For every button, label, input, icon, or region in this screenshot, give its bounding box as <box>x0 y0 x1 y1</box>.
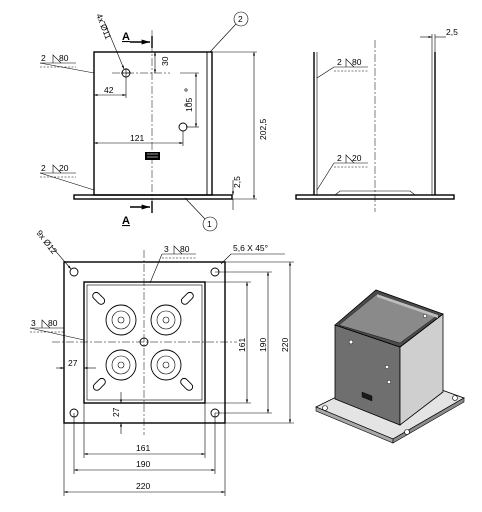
top-weld-left-number: 3 <box>31 318 36 328</box>
front-dim-2-5: 2,5 <box>232 176 242 188</box>
side-weld-top-number: 2 <box>337 57 342 67</box>
balloon-2-label: 2 <box>238 14 243 24</box>
top-dim-161-h: 161 <box>136 443 150 453</box>
front-dim-202-5: 202,5 <box>258 118 268 140</box>
front-hole-2 <box>178 122 188 132</box>
front-dim-42: 42 <box>104 85 114 95</box>
isometric-view <box>315 289 465 444</box>
front-hole-spec: 4x Ø11 <box>94 12 113 41</box>
slot-tr <box>180 291 194 305</box>
top-view: 9x Ø12 3 80 3 80 5,6 X 45° 27 27 161 <box>29 228 294 496</box>
balloon-2 <box>233 11 249 27</box>
front-weld-top-number: 2 <box>41 53 46 63</box>
top-base-plate <box>63 261 226 424</box>
top-weld-left-size: 80 <box>48 318 58 328</box>
iso-plate-hole-1 <box>322 405 328 411</box>
slot-bl <box>92 377 106 391</box>
top-weld-top-size: 80 <box>180 244 190 254</box>
front-drain-slot <box>145 152 160 160</box>
front-base-plate <box>73 194 233 200</box>
iso-plate-hole-3 <box>452 395 458 401</box>
iso-drain-slot <box>361 391 373 402</box>
iso-hole-1 <box>348 339 354 345</box>
boss-tr <box>150 304 182 336</box>
iso-hole-2 <box>384 364 390 370</box>
side-weld-top-size: 80 <box>352 57 362 67</box>
boss-bl <box>105 349 137 381</box>
top-dim-220-v: 220 <box>280 338 290 352</box>
front-dim-30: 30 <box>160 56 170 66</box>
side-view: 2,5 2 80 2 20 <box>295 27 458 212</box>
side-weld-bottom-number: 2 <box>337 153 342 163</box>
front-weld-top-size: 80 <box>59 53 69 63</box>
balloon-1 <box>202 216 218 232</box>
front-weld-bottom-number: 2 <box>41 163 46 173</box>
top-weld-top-number: 3 <box>164 244 169 254</box>
top-dim-27-v: 27 <box>111 407 121 417</box>
side-weld-bottom-size: 20 <box>352 153 362 163</box>
corner-hole-tl <box>69 267 79 277</box>
top-dim-27-h: 27 <box>68 358 78 368</box>
boss-tl <box>105 304 137 336</box>
top-post-outer <box>83 281 206 404</box>
front-hole-4 <box>184 103 188 107</box>
top-dim-190-h: 190 <box>136 459 150 469</box>
top-dim-161-v: 161 <box>237 338 247 352</box>
balloon-1-label: 1 <box>207 219 212 229</box>
iso-hole-3 <box>386 379 392 385</box>
boss-br <box>150 349 182 381</box>
top-dim-220-h: 220 <box>136 481 150 491</box>
top-chamfer: 5,6 X 45° <box>233 243 268 253</box>
side-dim-2-5: 2,5 <box>446 27 458 37</box>
slot-tl <box>92 291 106 305</box>
section-label-top: A <box>122 31 130 43</box>
top-dim-190-v: 190 <box>258 338 268 352</box>
top-hole-spec: 9x Ø12 <box>34 228 59 256</box>
front-view: 4x Ø11 A A 2 1 2 80 2 20 30 <box>39 11 268 232</box>
iso-hole-side <box>422 313 428 319</box>
iso-plate-hole-2 <box>404 429 410 435</box>
slot-br <box>180 377 194 391</box>
top-post-inner <box>86 284 203 401</box>
centre-hole <box>139 337 149 347</box>
front-weld-bottom-size: 20 <box>59 163 69 173</box>
front-hole-3 <box>184 88 188 92</box>
front-dim-121: 121 <box>130 133 144 143</box>
front-dim-105: 105 <box>184 98 194 112</box>
front-post-outline <box>93 51 213 196</box>
section-label-bottom: A <box>122 215 130 227</box>
